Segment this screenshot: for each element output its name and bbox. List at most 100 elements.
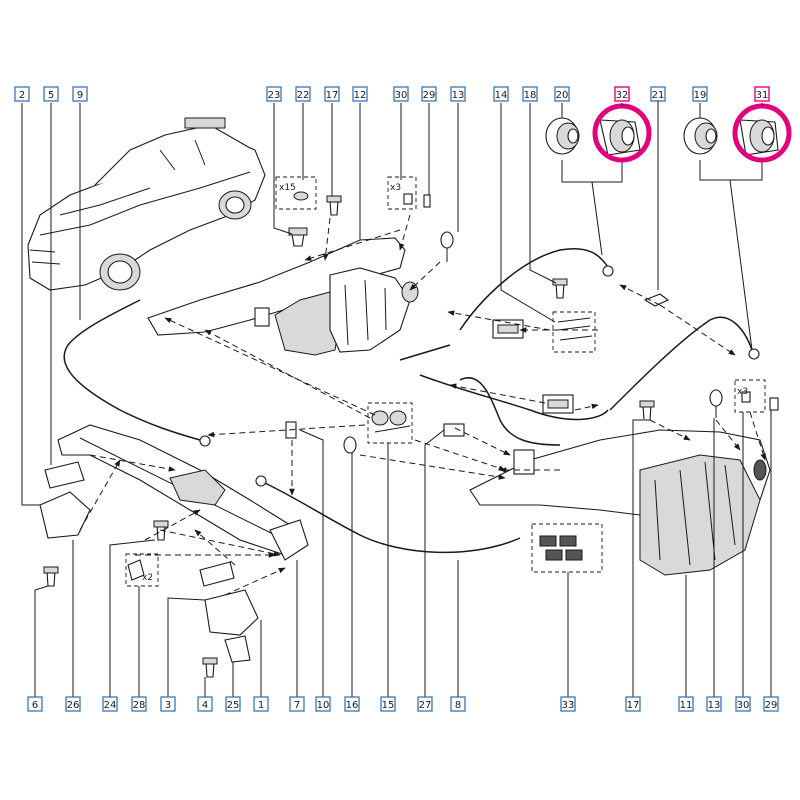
label-8: 8 [450, 696, 466, 712]
svg-text:29: 29 [423, 90, 436, 101]
label-19: 19 [692, 86, 708, 102]
svg-text:30: 30 [737, 700, 750, 711]
svg-text:20: 20 [556, 90, 569, 101]
pads-33 [539, 535, 583, 561]
right-mechanism [469, 429, 771, 576]
label-18: 18 [522, 86, 538, 102]
svg-text:16: 16 [346, 700, 359, 711]
svg-text:21: 21 [652, 90, 665, 101]
svg-text:33: 33 [562, 700, 575, 711]
label-30-bottom: 30 [735, 696, 751, 712]
svg-text:13: 13 [452, 90, 465, 101]
label-32: 32 [614, 86, 630, 102]
springs-18 [557, 317, 593, 341]
group-box-28 [125, 553, 159, 587]
svg-text:30: 30 [395, 90, 408, 101]
svg-text:10: 10 [317, 700, 330, 711]
label-4: 4 [197, 696, 213, 712]
svg-text:5: 5 [48, 90, 54, 101]
group-box-22 [275, 176, 317, 210]
group-box-18 [552, 311, 596, 353]
group-box-30 [387, 176, 417, 210]
label-25: 25 [225, 696, 241, 712]
upper-mechanism [147, 237, 451, 361]
svg-text:8: 8 [455, 700, 461, 711]
top-labels: 2 5 9 23 22 17 12 30 29 13 14 18 20 32 2… [14, 86, 770, 102]
svg-text:25: 25 [227, 700, 240, 711]
qty-x3-right: x3 [737, 387, 748, 397]
qty-x15: x15 [279, 183, 296, 193]
label-11: 11 [678, 696, 694, 712]
label-13-bottom: 13 [706, 696, 722, 712]
label-3: 3 [160, 696, 176, 712]
label-16: 16 [344, 696, 360, 712]
group-box-33 [531, 523, 603, 573]
svg-text:18: 18 [524, 90, 537, 101]
svg-text:1: 1 [258, 700, 264, 711]
label-26: 26 [65, 696, 81, 712]
svg-text:6: 6 [32, 700, 38, 711]
car-illustration [27, 117, 266, 291]
clip-21 [643, 293, 670, 307]
label-20: 20 [554, 86, 570, 102]
label-2: 2 [14, 86, 30, 102]
label-14: 14 [493, 86, 509, 102]
svg-text:29: 29 [765, 700, 778, 711]
knob-group-left [545, 103, 652, 256]
label-15: 15 [380, 696, 396, 712]
label-27: 27 [417, 696, 433, 712]
svg-text:22: 22 [297, 90, 310, 101]
svg-text:11: 11 [680, 700, 693, 711]
qty-x2: x2 [142, 573, 153, 583]
svg-text:28: 28 [133, 700, 146, 711]
svg-text:4: 4 [202, 700, 208, 711]
svg-text:26: 26 [67, 700, 80, 711]
label-6: 6 [27, 696, 43, 712]
svg-text:24: 24 [104, 700, 117, 711]
label-29-top: 29 [421, 86, 437, 102]
label-7: 7 [289, 696, 305, 712]
fasteners [43, 191, 779, 678]
label-21: 21 [650, 86, 666, 102]
label-29-bottom: 29 [763, 696, 779, 712]
dashed-arrows [79, 214, 766, 596]
svg-text:23: 23 [268, 90, 281, 101]
leader-lines-top [21, 103, 763, 506]
svg-text:7: 7 [294, 700, 300, 711]
qty-x3-top: x3 [390, 183, 401, 193]
svg-text:27: 27 [419, 700, 432, 711]
leader-lines-bottom [34, 410, 772, 697]
label-17-bottom: 17 [625, 696, 641, 712]
bottom-labels: 6 26 24 28 3 4 25 1 7 10 16 15 27 8 33 1… [27, 696, 779, 712]
group-box-15 [367, 402, 413, 444]
label-24: 24 [102, 696, 118, 712]
svg-text:2: 2 [19, 90, 25, 101]
label-1: 1 [253, 696, 269, 712]
label-10: 10 [315, 696, 331, 712]
label-30-top: 30 [393, 86, 409, 102]
svg-text:13: 13 [708, 700, 721, 711]
svg-text:19: 19 [694, 90, 707, 101]
label-22: 22 [295, 86, 311, 102]
label-33: 33 [560, 696, 576, 712]
label-23: 23 [266, 86, 282, 102]
label-28: 28 [131, 696, 147, 712]
svg-text:9: 9 [77, 90, 83, 101]
svg-text:14: 14 [495, 90, 508, 101]
label-5: 5 [43, 86, 59, 102]
knob-group-right [683, 103, 792, 351]
left-mechanism [39, 424, 309, 663]
label-31: 31 [754, 86, 770, 102]
svg-text:32: 32 [616, 90, 629, 101]
label-12: 12 [352, 86, 368, 102]
label-13-top: 13 [450, 86, 466, 102]
svg-text:12: 12 [354, 90, 367, 101]
svg-text:3: 3 [165, 700, 171, 711]
pads-15 [371, 410, 411, 433]
svg-text:17: 17 [627, 700, 640, 711]
svg-text:31: 31 [756, 90, 769, 101]
label-9: 9 [72, 86, 88, 102]
label-17-top: 17 [324, 86, 340, 102]
svg-text:17: 17 [326, 90, 339, 101]
